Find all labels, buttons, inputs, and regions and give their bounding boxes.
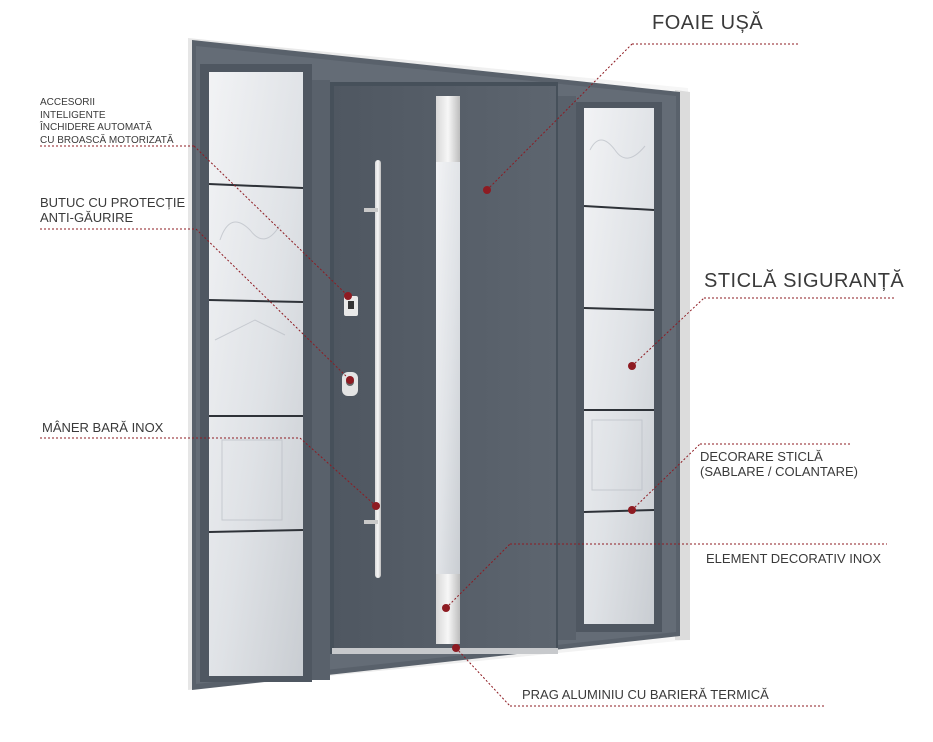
right-sidelight xyxy=(558,96,662,640)
label-maner: MÂNER BARĂ INOX xyxy=(42,420,164,435)
label-foaie-usa: FOAIE UȘĂ xyxy=(652,12,764,34)
leader-lines xyxy=(40,43,895,707)
leader-dots xyxy=(344,186,636,652)
left-mullion xyxy=(312,80,330,680)
dot-prag xyxy=(452,644,460,652)
handle-bar xyxy=(364,160,381,578)
dot-butuc xyxy=(346,376,354,384)
left-sidelight xyxy=(200,64,312,682)
label-accesorii: ACCESORII INTELIGENTE ÎNCHIDERE AUTOMATĂ… xyxy=(40,97,174,146)
dot-foaie-usa xyxy=(483,186,491,194)
label-element-decorativ: ELEMENT DECORATIV INOX xyxy=(706,551,882,566)
dot-element-decorativ xyxy=(442,604,450,612)
label-prag: PRAG ALUMINIU CU BARIERĂ TERMICĂ xyxy=(522,687,769,702)
dot-maner xyxy=(372,502,380,510)
dot-decorare xyxy=(628,506,636,514)
label-butuc: BUTUC CU PROTECȚIE ANTI-GĂURIRE xyxy=(40,195,186,225)
door-leaf xyxy=(330,82,558,654)
label-sticla-siguranta: STICLĂ SIGURANȚĂ xyxy=(704,270,905,292)
dot-sticla-siguranta xyxy=(628,362,636,370)
label-decorare: DECORARE STICLĂ (SABLARE / COLANTARE) xyxy=(700,449,858,479)
smart-lock-reader xyxy=(344,296,358,316)
dot-accesorii xyxy=(344,292,352,300)
